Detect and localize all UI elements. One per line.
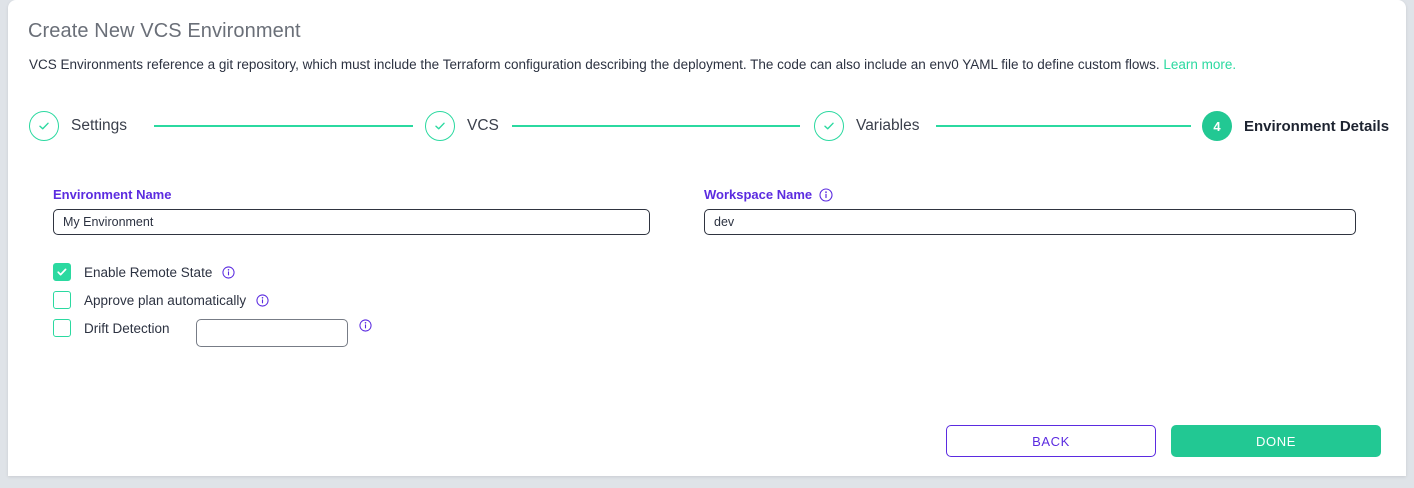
environment-name-input[interactable] <box>53 209 650 235</box>
stepper-step-variables[interactable]: Variables <box>814 108 919 144</box>
workspace-name-label-text: Workspace Name <box>704 187 813 202</box>
info-icon[interactable] <box>819 187 833 202</box>
wizard-stepper: Settings VCS Variables <box>29 108 1393 144</box>
workspace-name-input[interactable] <box>704 209 1356 235</box>
environment-name-label: Environment Name <box>53 187 171 202</box>
stepper-connector-2 <box>512 125 800 127</box>
option-label-approve-plan-automatically: Approve plan automatically <box>84 292 247 308</box>
option-row-enable-remote-state: Enable Remote State <box>53 261 235 283</box>
step-number-badge: 4 <box>1202 111 1232 141</box>
workspace-name-label: Workspace Name <box>704 187 833 202</box>
info-icon[interactable] <box>221 265 235 279</box>
description-text: VCS Environments reference a git reposit… <box>29 57 1160 72</box>
learn-more-link[interactable]: Learn more. <box>1163 57 1237 72</box>
stepper-label-environment-details: Environment Details <box>1244 117 1390 135</box>
back-button[interactable]: BACK <box>946 425 1156 457</box>
option-label-drift-detection: Drift Detection <box>84 320 170 336</box>
stepper-connector-1 <box>154 125 413 127</box>
environment-name-label-text: Environment Name <box>53 187 172 202</box>
option-label-enable-remote-state: Enable Remote State <box>84 264 213 280</box>
page-title: Create New VCS Environment <box>28 20 301 42</box>
info-icon[interactable] <box>255 293 269 307</box>
check-icon <box>29 111 59 141</box>
stepper-step-settings[interactable]: Settings <box>29 108 127 144</box>
checkbox-enable-remote-state[interactable] <box>53 263 71 281</box>
stepper-label-vcs: VCS <box>467 117 499 134</box>
drift-detection-input[interactable] <box>196 319 348 347</box>
stepper-connector-3 <box>936 125 1191 127</box>
done-button[interactable]: DONE <box>1171 425 1381 457</box>
stepper-label-variables: Variables <box>856 117 920 134</box>
option-row-drift-detection: Drift Detection <box>53 317 170 339</box>
stepper-step-vcs[interactable]: VCS <box>425 108 499 144</box>
info-icon[interactable] <box>358 318 372 332</box>
checkbox-approve-plan-automatically[interactable] <box>53 291 71 309</box>
stepper-step-environment-details[interactable]: 4 Environment Details <box>1202 108 1389 144</box>
create-environment-card: Create New VCS Environment VCS Environme… <box>8 0 1406 476</box>
check-icon <box>425 111 455 141</box>
checkbox-drift-detection[interactable] <box>53 319 71 337</box>
check-icon <box>814 111 844 141</box>
page-description: VCS Environments reference a git reposit… <box>29 57 1236 72</box>
stepper-label-settings: Settings <box>71 117 128 134</box>
option-row-approve-plan-automatically: Approve plan automatically <box>53 289 269 311</box>
